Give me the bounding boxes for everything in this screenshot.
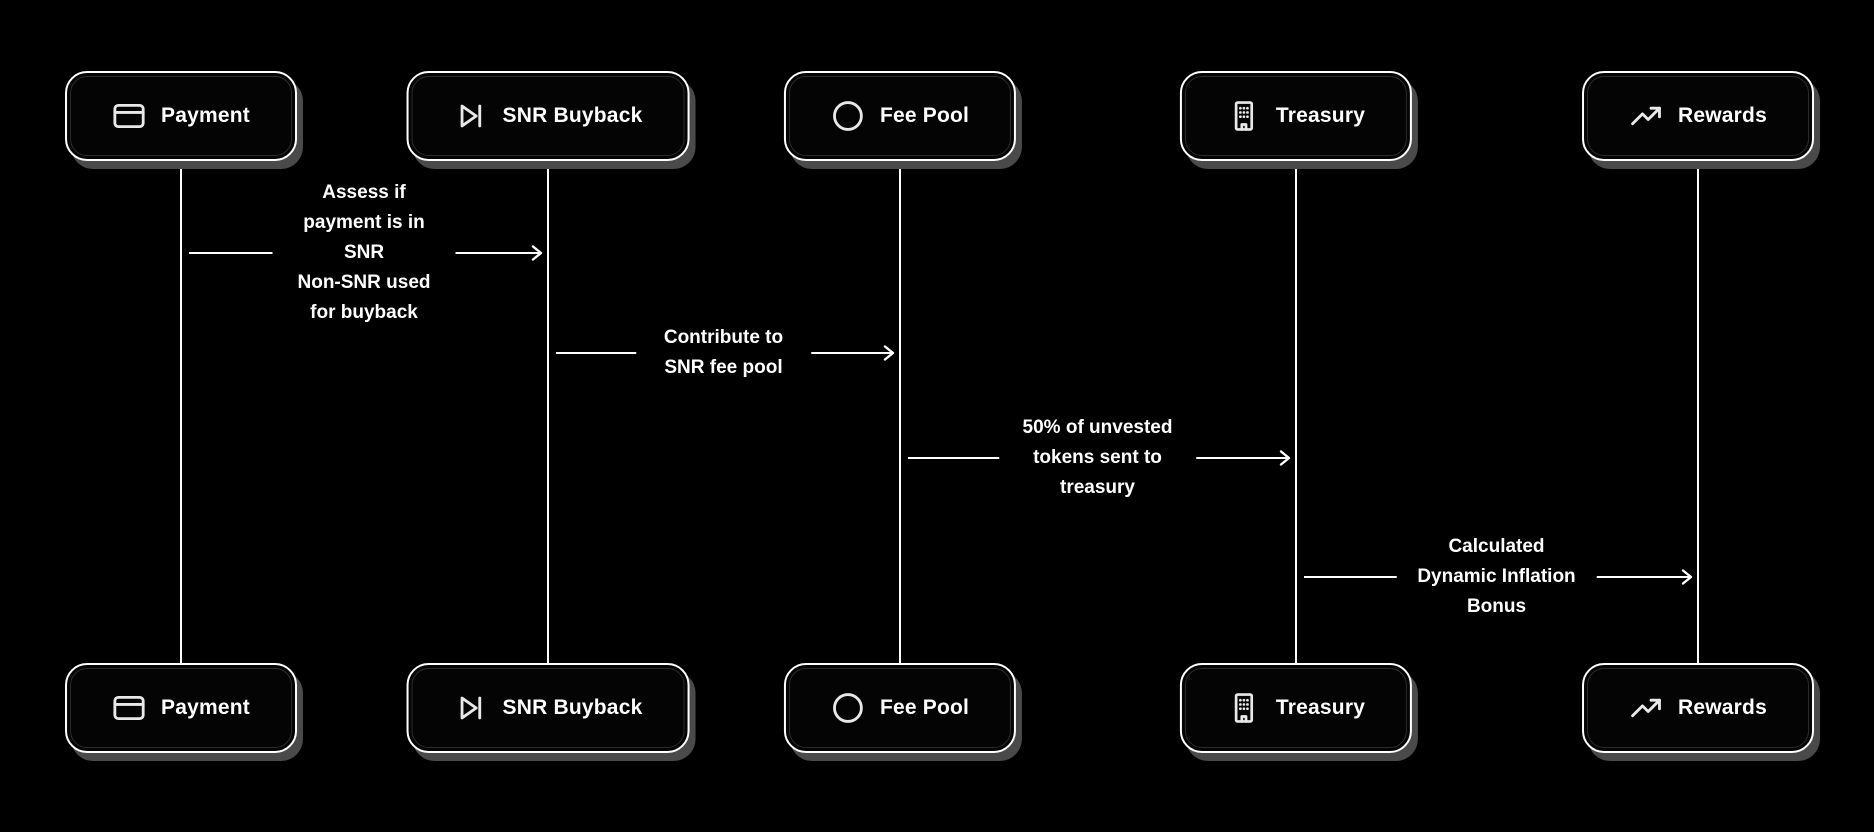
actor-label: Fee Pool bbox=[879, 696, 970, 719]
actor-rewards-top: Rewards bbox=[1582, 71, 1814, 161]
actor-label: SNR Buyback bbox=[502, 104, 643, 127]
actor-label: Payment bbox=[161, 104, 250, 127]
actor-label: SNR Buyback bbox=[502, 696, 643, 719]
actor-label: Payment bbox=[161, 696, 250, 719]
actor-fee-pool-bottom: Fee Pool bbox=[783, 663, 1017, 753]
circle-icon bbox=[831, 691, 865, 725]
actor-label: Treasury bbox=[1275, 696, 1366, 719]
actor-label: Rewards bbox=[1678, 696, 1767, 719]
arrowhead-icon bbox=[1677, 567, 1697, 587]
message-label: Assess if payment is in SNR Non-SNR used… bbox=[272, 177, 456, 329]
arrowhead-icon bbox=[527, 243, 547, 263]
skip-forward-icon bbox=[454, 99, 488, 133]
actor-snr-buyback-top: SNR Buyback bbox=[406, 71, 690, 161]
actor-payment-top: Payment bbox=[65, 71, 297, 161]
trending-up-icon bbox=[1629, 691, 1663, 725]
skip-forward-icon bbox=[454, 691, 488, 725]
credit-card-icon bbox=[112, 99, 146, 133]
building-icon bbox=[1227, 691, 1261, 725]
lifeline-snr-buyback bbox=[547, 161, 549, 664]
actor-rewards-bottom: Rewards bbox=[1582, 663, 1814, 753]
lifeline-treasury bbox=[1295, 161, 1297, 664]
actor-treasury-bottom: Treasury bbox=[1179, 663, 1413, 753]
circle-icon bbox=[831, 99, 865, 133]
message-label: Calculated Dynamic Inflation Bonus bbox=[1396, 531, 1597, 623]
credit-card-icon bbox=[112, 691, 146, 725]
arrowhead-icon bbox=[1275, 448, 1295, 468]
message-label: Contribute to SNR fee pool bbox=[635, 322, 812, 384]
building-icon bbox=[1227, 99, 1261, 133]
actor-label: Rewards bbox=[1678, 104, 1767, 127]
actor-fee-pool-top: Fee Pool bbox=[783, 71, 1017, 161]
lifeline-rewards bbox=[1697, 161, 1699, 664]
actor-payment-bottom: Payment bbox=[65, 663, 297, 753]
arrowhead-icon bbox=[879, 343, 899, 363]
actor-snr-buyback-bottom: SNR Buyback bbox=[406, 663, 690, 753]
message-label: 50% of unvested tokens sent to treasury bbox=[998, 412, 1197, 504]
lifeline-fee-pool bbox=[899, 161, 901, 664]
actor-label: Treasury bbox=[1275, 104, 1366, 127]
actor-label: Fee Pool bbox=[879, 104, 970, 127]
lifeline-payment bbox=[180, 161, 182, 664]
trending-up-icon bbox=[1629, 99, 1663, 133]
actor-treasury-top: Treasury bbox=[1179, 71, 1413, 161]
